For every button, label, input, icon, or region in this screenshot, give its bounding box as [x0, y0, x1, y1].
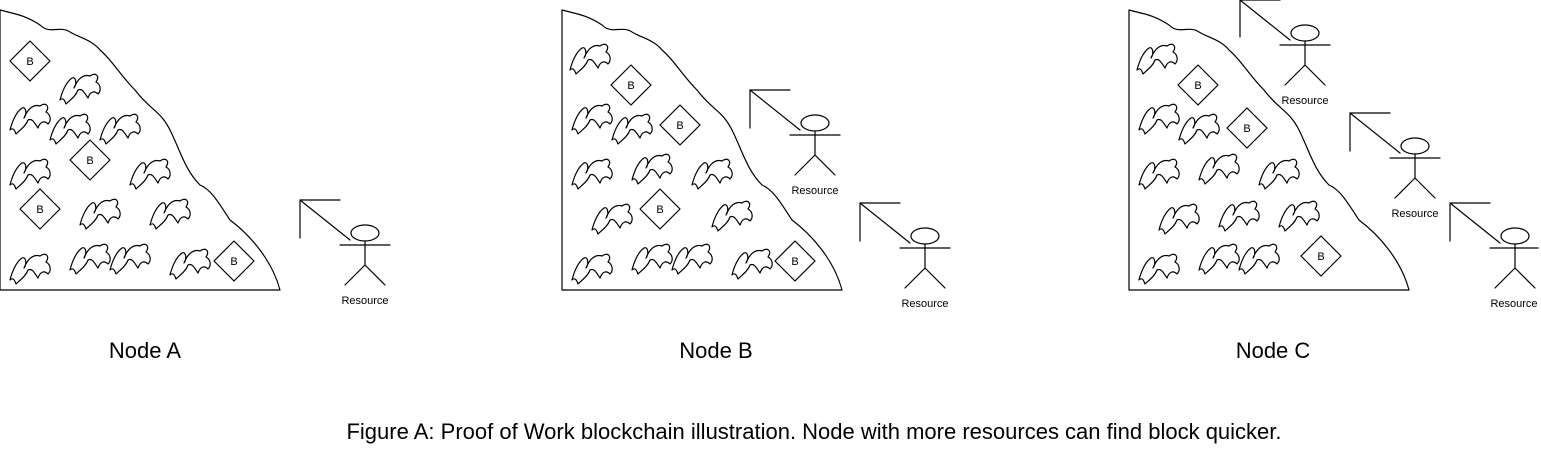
rock-glyph — [571, 158, 613, 190]
svg-text:B: B — [1317, 251, 1324, 263]
rock-glyph — [109, 243, 151, 275]
svg-text:B: B — [26, 56, 33, 68]
rock-glyph — [129, 158, 171, 190]
rock-glyph — [571, 253, 613, 285]
block-diamond: B — [69, 139, 111, 181]
block-diamond: B — [774, 240, 816, 282]
resource-label: Resource — [1391, 208, 1438, 220]
svg-text:B: B — [1243, 123, 1250, 135]
rock-glyph — [9, 158, 51, 190]
pickaxe-icon — [859, 202, 911, 244]
stick-figure-icon — [1489, 227, 1539, 289]
rock-glyph — [149, 198, 191, 230]
rock-glyph — [9, 253, 51, 285]
rock-glyph — [169, 248, 211, 280]
rock-glyph — [711, 200, 753, 232]
resource-miner: Resource — [1239, 0, 1331, 107]
block-diamond: B — [1177, 64, 1219, 106]
rock-glyph — [9, 103, 51, 135]
stick-figure-icon — [1389, 137, 1441, 199]
rock-glyph — [731, 248, 773, 280]
rock-glyph — [59, 73, 101, 105]
rock-glyph — [1138, 158, 1180, 190]
node-a-label: Node A — [109, 338, 181, 363]
node-b-label: Node B — [679, 338, 752, 363]
node-a-panel: B B B B Resource Node A — [0, 9, 391, 363]
rock-glyph — [691, 158, 733, 190]
resource-label: Resource — [791, 185, 838, 197]
rock-glyph — [1158, 203, 1200, 235]
rock-glyph — [49, 113, 91, 145]
rock-glyph — [1238, 243, 1280, 275]
block-diamond: B — [213, 240, 255, 282]
block-diamond: B — [1300, 235, 1342, 277]
pickaxe-icon — [299, 199, 351, 241]
resource-miner: Resource — [1349, 112, 1441, 220]
svg-text:B: B — [656, 204, 663, 216]
rock-glyph — [1138, 253, 1180, 285]
node-c-label: Node C — [1236, 338, 1311, 363]
rock-glyph — [591, 203, 633, 235]
block-diamond: B — [659, 104, 701, 146]
resource-miner: Resource — [859, 202, 951, 310]
rock-glyph — [611, 113, 653, 145]
stick-figure-icon — [899, 227, 951, 289]
pickaxe-icon — [1449, 202, 1501, 244]
resource-label: Resource — [1281, 95, 1328, 107]
pickaxe-icon — [1239, 0, 1291, 41]
rock-glyph — [1218, 200, 1260, 232]
block-diamond: B — [1226, 107, 1268, 149]
svg-text:B: B — [627, 80, 634, 92]
resource-label: Resource — [901, 298, 948, 310]
svg-text:B: B — [1194, 80, 1201, 92]
resource-miner: Resource — [1449, 202, 1539, 310]
svg-text:B: B — [230, 256, 237, 268]
figure-caption: Figure A: Proof of Work blockchain illus… — [346, 419, 1281, 444]
resource-miner: Resource — [299, 199, 391, 307]
rock-glyph — [1178, 113, 1220, 145]
pickaxe-icon — [749, 89, 801, 131]
stick-figure-icon — [789, 114, 841, 176]
resource-miner: Resource — [749, 89, 841, 197]
rock-glyph — [1198, 243, 1240, 275]
stick-figure-icon — [339, 224, 391, 286]
svg-text:B: B — [86, 155, 93, 167]
block-diamond: B — [610, 64, 652, 106]
rock-glyph — [1278, 200, 1320, 232]
rock-glyph — [1136, 43, 1178, 75]
rock-glyph — [631, 153, 673, 185]
rock-glyph — [571, 103, 613, 135]
rock-glyph — [1198, 153, 1240, 185]
svg-text:B: B — [36, 204, 43, 216]
rock-glyph — [569, 43, 611, 75]
stick-figure-icon — [1279, 24, 1331, 86]
svg-text:B: B — [676, 120, 683, 132]
pickaxe-icon — [1349, 112, 1401, 154]
rock-glyph — [671, 243, 713, 275]
rock-glyph — [69, 243, 111, 275]
rock-glyph — [1138, 103, 1180, 135]
resource-label: Resource — [341, 295, 388, 307]
resource-label: Resource — [1490, 298, 1537, 310]
node-c-panel: B B B Resource — [1128, 0, 1539, 363]
rock-glyph — [631, 243, 673, 275]
block-diamond: B — [19, 188, 61, 230]
block-diamond: B — [639, 188, 681, 230]
rock-glyph — [99, 113, 141, 145]
block-diamond: B — [9, 40, 51, 82]
rock-glyph — [79, 198, 121, 230]
svg-text:B: B — [791, 256, 798, 268]
node-b-panel: B B B B Resource — [561, 9, 951, 363]
rock-glyph — [1258, 158, 1300, 190]
